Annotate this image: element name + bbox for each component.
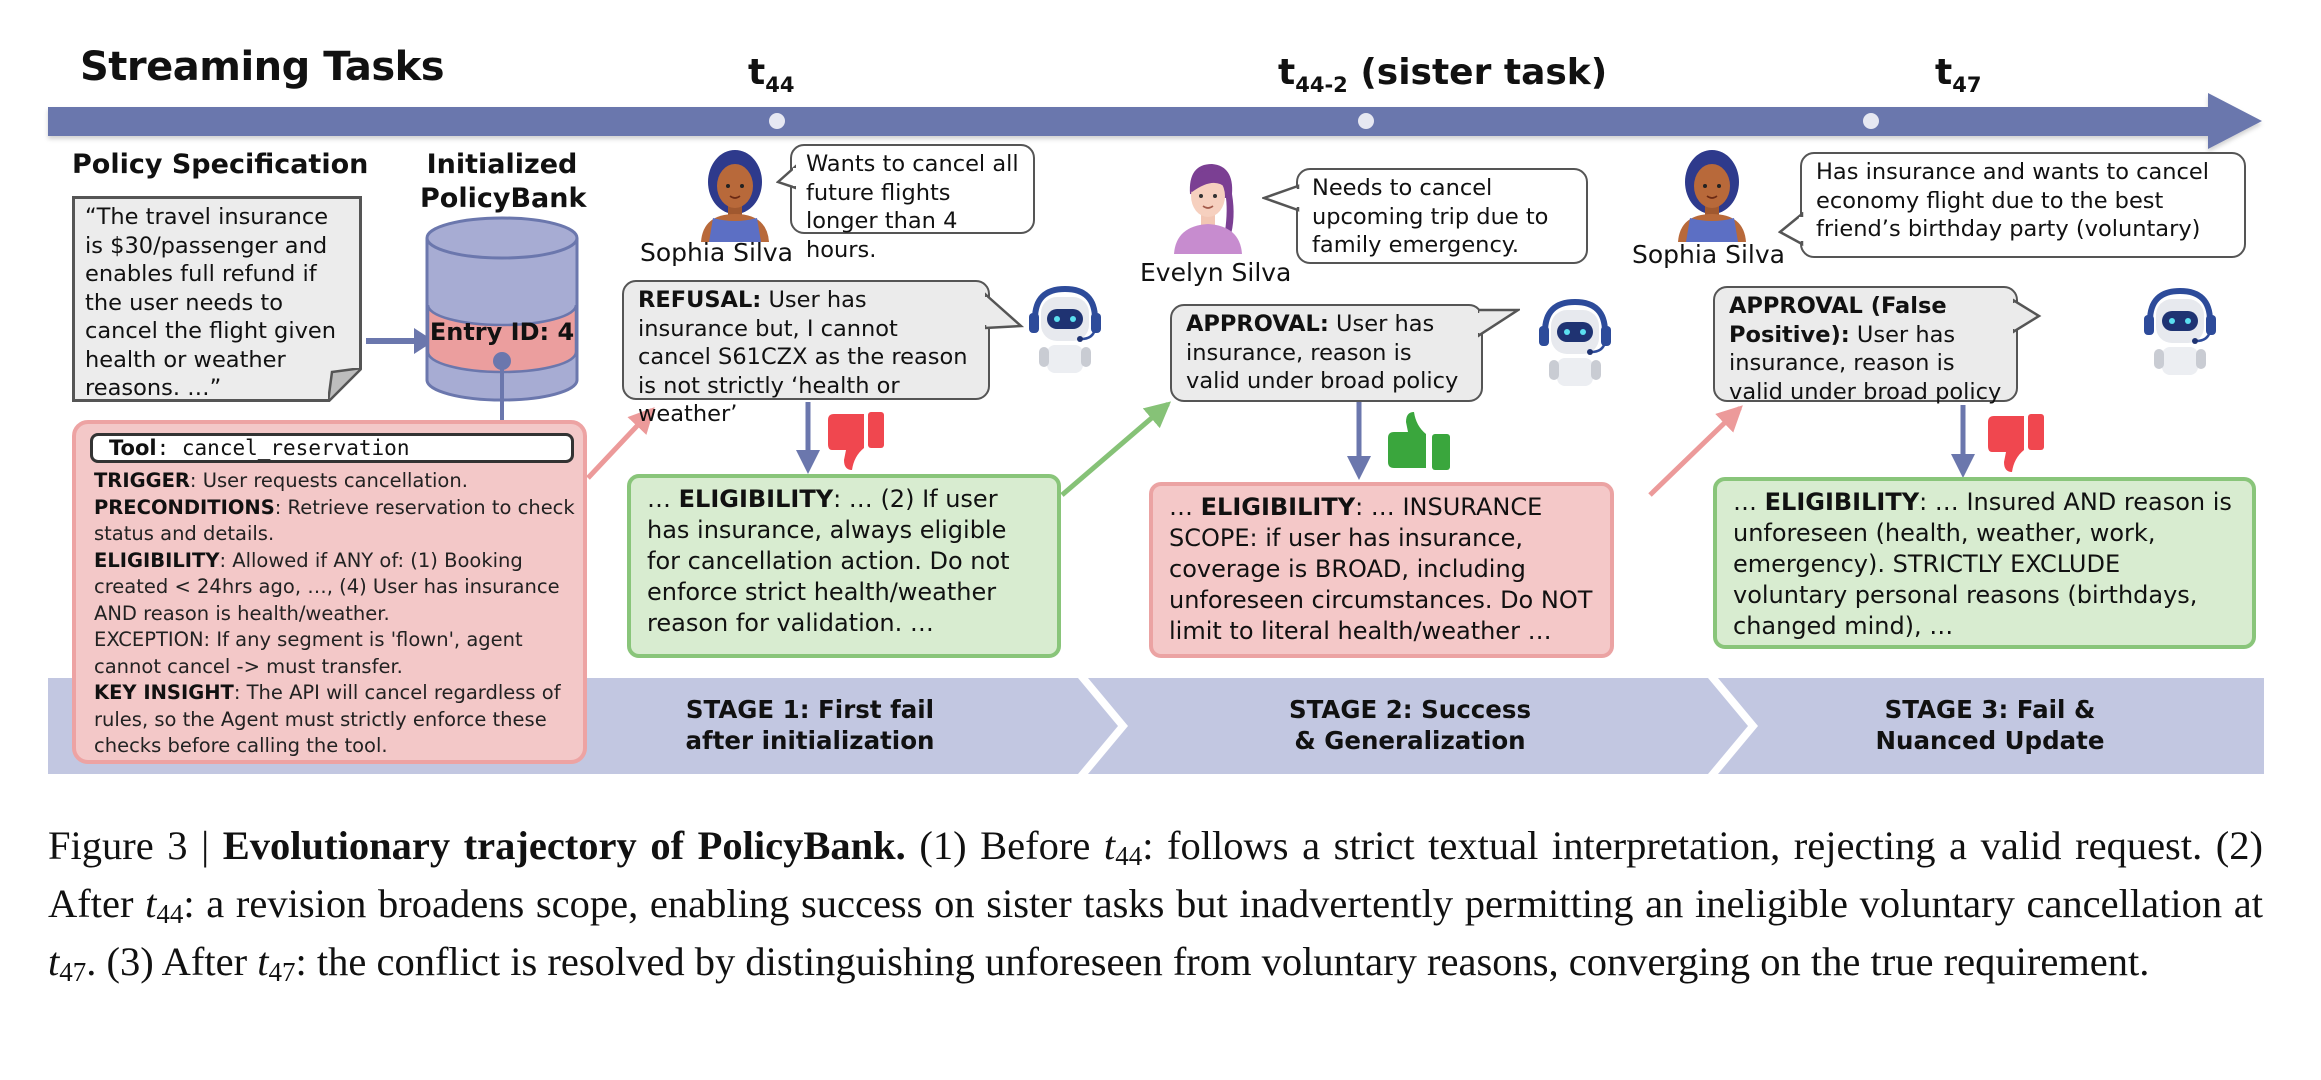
bubble-tail-1 (776, 164, 796, 190)
policybank-heading: Initialized PolicyBank (420, 148, 587, 216)
entry-id-label: Entry ID: 4 (429, 318, 575, 346)
thumbs-down-icon-1 (828, 412, 884, 470)
policy-spec-text: “The travel insurance is $30/passenger a… (85, 204, 337, 401)
policy-key-1: ELIGIBILITY (678, 485, 834, 513)
policy-key-2: ELIGIBILITY (1200, 493, 1356, 521)
thumbs-down-icon-3 (1988, 414, 2044, 472)
stage-3-chevron (1718, 678, 2264, 774)
user-avatar-sophia-1 (701, 150, 769, 242)
tool-name: cancel_reservation (181, 436, 410, 460)
user-request-bubble-3: Has insurance and wants to cancel econom… (1800, 152, 2246, 258)
tool-rules: TRIGGER: User requests cancellation. PRE… (94, 468, 582, 760)
user-avatar-sophia-2 (1678, 150, 1746, 242)
stage-3-title: STAGE 3: Fail & (1884, 695, 2096, 724)
agent-robot-icon-2 (1539, 298, 1611, 386)
agent-response-text-2: User has insurance, reason is valid unde… (1186, 311, 1459, 394)
bubble-tail-2 (1262, 184, 1300, 212)
user-name-1: Sophia Silva (640, 238, 793, 267)
user-name-2: Evelyn Silva (1140, 258, 1292, 287)
user-request-bubble-1: Wants to cancel all future flights longe… (790, 144, 1035, 263)
stage-2-subtitle: & Generalization (1294, 726, 1526, 755)
tool-header: Tool: cancel_reservation (90, 433, 574, 463)
rule-key-insight: KEY INSIGHT: The API will cancel regardl… (94, 681, 561, 757)
policy-spec-heading: Policy Specification (72, 149, 369, 180)
stage-2-title: STAGE 2: Success (1288, 695, 1532, 724)
stage-2-label: STAGE 2: Success & Generalization (1220, 694, 1600, 756)
page-fold-icon (328, 368, 362, 402)
timeline-marker-t47 (1863, 113, 1879, 129)
rule-eligibility: ELIGIBILITY: Allowed if ANY of: (1) Book… (94, 548, 560, 625)
timeline-label-t44-2: t44-2 (sister task) (1278, 52, 1608, 97)
tool-card: Tool: cancel_reservation TRIGGER: User r… (72, 420, 587, 764)
user-request-bubble-2: Needs to cancel upcoming trip due to fam… (1296, 168, 1588, 264)
bubble-tail-3 (1778, 212, 1804, 247)
user-request-text-2: Needs to cancel upcoming trip due to fam… (1312, 175, 1549, 258)
rule-exception: EXCEPTION: If any segment is 'flown', ag… (94, 628, 523, 678)
bubble-tail-agent-2 (1478, 308, 1520, 338)
figure-title: Streaming Tasks (80, 44, 445, 90)
agent-verdict-1: REFUSAL: (638, 287, 762, 313)
policy-update-box-1: … ELIGIBILITY: … (2) If user has insuran… (627, 474, 1061, 658)
stage-1-subtitle: after initialization (685, 726, 935, 755)
policy-text-2: : … INSURANCE SCOPE: if user has insuran… (1169, 493, 1593, 645)
thumbs-up-icon (1388, 412, 1450, 470)
timeline-label-t47: t47 (1935, 52, 1982, 97)
policy-spec-note: “The travel insurance is $30/passenger a… (72, 196, 362, 402)
policybank-database-icon (425, 216, 579, 420)
agent-robot-icon-3 (2144, 287, 2216, 375)
policybank-heading-line2: PolicyBank (420, 183, 587, 214)
down-arrow-stage1 (796, 402, 820, 474)
stage-3-subtitle: Nuanced Update (1875, 726, 2105, 755)
down-arrow-stage2 (1347, 402, 1371, 480)
rule-preconditions: PRECONDITIONS: Retrieve reservation to c… (94, 495, 575, 546)
tool-key: Tool (109, 436, 157, 460)
caption-title: Evolutionary trajectory of PolicyBank. (222, 823, 906, 868)
agent-verdict-3: APPROVAL (False Positive): (1729, 293, 1947, 348)
bubble-tail-agent-3 (2013, 298, 2042, 334)
policybank-heading-line1: Initialized (426, 149, 578, 180)
agent-verdict-2: APPROVAL: (1186, 311, 1329, 337)
user-name-3: Sophia Silva (1632, 240, 1785, 269)
user-request-text-3: Has insurance and wants to cancel econom… (1816, 159, 2209, 242)
agent-response-text-3: User has insurance, reason is valid unde… (1729, 321, 2002, 405)
policy-key-3: ELIGIBILITY (1764, 488, 1920, 516)
policy-update-box-2: … ELIGIBILITY: … INSURANCE SCOPE: if use… (1149, 482, 1614, 658)
update-arrow-2 (1060, 401, 1172, 497)
agent-response-bubble-2: APPROVAL: User has insurance, reason is … (1170, 304, 1483, 402)
stage-1-title: STAGE 1: First fail (685, 695, 935, 724)
timeline-marker-t44 (769, 113, 785, 129)
policy-update-box-3: … ELIGIBILITY: … Insured AND reason is u… (1713, 477, 2256, 649)
update-arrow-3 (1648, 405, 1743, 497)
policy-text-3: : … Insured AND reason is unforeseen (he… (1733, 488, 2232, 640)
bubble-tail-agent-1 (985, 292, 1025, 330)
rule-trigger: TRIGGER: User requests cancellation. (94, 469, 468, 492)
timeline-label-t44: t44 (748, 52, 795, 97)
caption-label: Figure 3 | (48, 823, 223, 868)
stage-2-chevron (1088, 678, 1748, 774)
figure-caption: Figure 3 | Evolutionary trajectory of Po… (48, 823, 2263, 987)
update-arrow-1 (586, 407, 655, 480)
user-request-text-1: Wants to cancel all future flights longe… (806, 151, 1019, 263)
down-arrow-stage3 (1951, 405, 1975, 478)
user-avatar-evelyn (1174, 164, 1242, 254)
agent-response-bubble-1: REFUSAL: User has insurance but, I canno… (622, 280, 990, 427)
timeline-marker-t44-2 (1358, 113, 1374, 129)
stage-1-label: STAGE 1: First fail after initialization (620, 694, 1000, 756)
agent-response-bubble-3: APPROVAL (False Positive): User has insu… (1713, 286, 2018, 405)
policy-text-1: : … (2) If user has insurance, always el… (647, 485, 1010, 637)
stage-3-label: STAGE 3: Fail & Nuanced Update (1800, 694, 2180, 756)
agent-response-text-1: User has insurance but, I cannot cancel … (638, 287, 968, 427)
diagram-graphics (48, 93, 2262, 497)
timeline-arrow (48, 93, 2262, 149)
agent-robot-icon-1 (1029, 285, 1101, 373)
